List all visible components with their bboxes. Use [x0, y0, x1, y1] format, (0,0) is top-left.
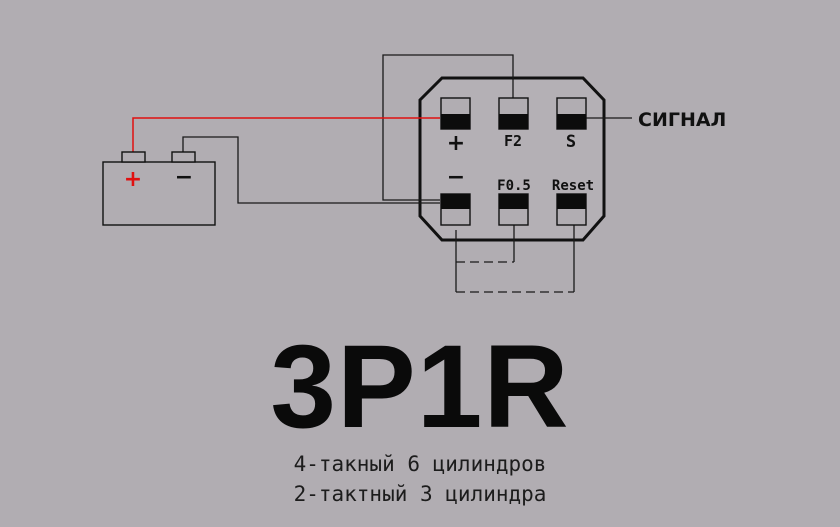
terminal-f05-label: F0.5	[497, 178, 531, 194]
battery-minus-label: −	[175, 165, 193, 190]
terminal-s	[556, 97, 587, 130]
terminal-f05	[498, 193, 529, 226]
signal-label: СИГНАЛ	[638, 109, 726, 131]
battery-terminal-minus	[171, 151, 196, 163]
battery: + −	[102, 151, 216, 226]
terminal-minus-label: −	[447, 165, 465, 190]
terminal-reset	[556, 193, 587, 226]
terminal-f2-label: F2	[504, 132, 522, 150]
model-title: 3P1R	[270, 321, 570, 453]
terminal-s-label: S	[566, 132, 576, 152]
wire-battery-plus	[132, 117, 440, 153]
terminal-reset-label: Reset	[552, 178, 594, 194]
battery-body	[102, 161, 216, 226]
subtitle-line-2: 2-тактный 3 цилиндра	[293, 482, 547, 506]
terminal-plus-label: +	[447, 131, 465, 156]
wires	[182, 54, 632, 292]
battery-plus-label: +	[124, 167, 142, 192]
battery-terminal-plus	[121, 151, 146, 163]
wire-f2-loop	[382, 54, 514, 201]
terminal-minus	[440, 193, 471, 226]
terminal-plus	[440, 97, 471, 130]
wire-battery-minus	[182, 136, 440, 204]
optional-jumpers	[456, 261, 574, 293]
subtitle-line-1: 4-такный 6 цилиндров	[293, 452, 547, 476]
terminal-f2	[498, 97, 529, 130]
